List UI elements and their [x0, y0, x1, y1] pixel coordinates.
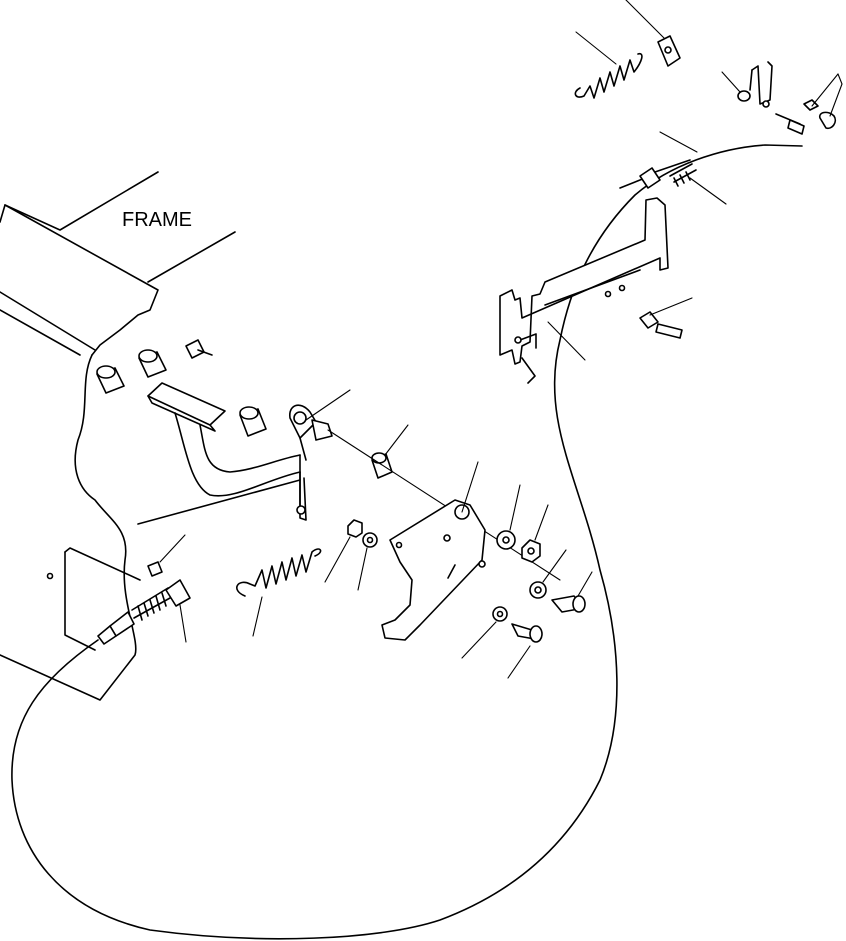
nut — [324, 519, 363, 583]
washer — [461, 606, 508, 659]
frame-structure — [0, 171, 301, 701]
frame-bushing — [96, 365, 125, 394]
top-spring — [574, 31, 643, 99]
upper-linkage — [721, 61, 843, 135]
pedal — [147, 382, 307, 521]
lever-arm — [289, 389, 351, 461]
return-spring — [236, 548, 322, 637]
frame-bushing — [138, 349, 167, 378]
washer — [496, 484, 521, 550]
link-plate — [625, 0, 681, 67]
washer — [357, 532, 378, 591]
bolt — [639, 297, 693, 339]
cable-end-left — [11, 144, 803, 940]
bolt-small — [185, 339, 213, 359]
right-bracket — [499, 197, 669, 384]
cable-adjuster — [619, 131, 727, 205]
pedal-bracket — [381, 461, 486, 641]
bolt — [551, 571, 593, 613]
bolt — [507, 623, 543, 679]
bolt-small — [147, 534, 186, 577]
bushing — [239, 406, 267, 437]
frame-label: FRAME — [122, 209, 192, 231]
washer — [529, 549, 567, 599]
nut — [521, 504, 549, 563]
